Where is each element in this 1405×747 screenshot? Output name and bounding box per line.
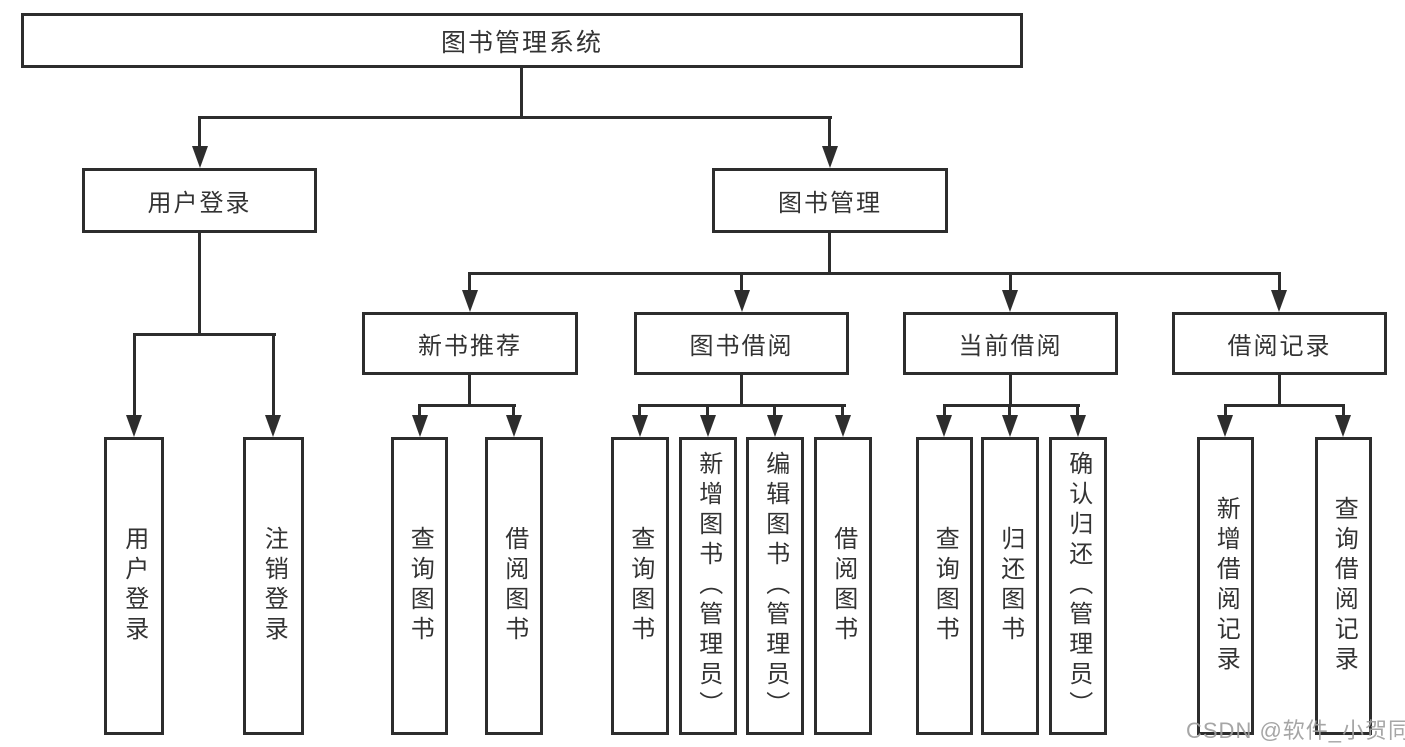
arrowhead-down-icon <box>1070 415 1086 437</box>
arrowhead-down-icon <box>1002 415 1018 437</box>
connector-borrow-leaf3 <box>773 404 776 417</box>
connector-to-current <box>1009 272 1012 292</box>
connector-current-bar <box>943 404 1080 407</box>
connector-root-to-management <box>828 116 831 148</box>
leaf-borrow-borrow-books-label: 借阅图书 <box>829 526 857 646</box>
leaf-logout-label: 注销登录 <box>260 526 288 646</box>
connector-records-stem <box>1278 373 1281 407</box>
node-user-login: 用户登录 <box>82 168 317 233</box>
arrowhead-down-icon <box>835 415 851 437</box>
arrowhead-down-icon <box>1335 415 1351 437</box>
connector-current-leaf3 <box>1076 404 1079 417</box>
arrowhead-down-icon <box>1002 290 1018 312</box>
leaf-user-login: 用户登录 <box>104 437 164 735</box>
connector-records-bar <box>1224 404 1345 407</box>
connector-to-recommend <box>468 272 471 292</box>
node-book-borrow-label: 图书借阅 <box>689 333 794 360</box>
node-root: 图书管理系统 <box>21 13 1023 68</box>
arrowhead-down-icon <box>265 415 281 437</box>
connector-login-stem <box>198 231 201 336</box>
node-borrow-records: 借阅记录 <box>1172 312 1387 375</box>
connector-records-leaf1 <box>1224 404 1227 417</box>
connector-recommend-stem <box>468 373 471 407</box>
arrowhead-down-icon <box>1271 290 1287 312</box>
arrowhead-down-icon <box>1217 415 1233 437</box>
connector-borrow-bar <box>638 404 846 407</box>
connector-root-stem <box>520 66 523 118</box>
leaf-recommend-query-books-label: 查询图书 <box>406 526 434 646</box>
leaf-logout: 注销登录 <box>243 437 304 735</box>
arrowhead-down-icon <box>632 415 648 437</box>
connector-root-to-login <box>198 116 201 148</box>
leaf-query-borrow-record-label: 查询借阅记录 <box>1330 496 1358 676</box>
leaf-recommend-borrow-books-label: 借阅图书 <box>500 526 528 646</box>
leaf-query-borrow-record: 查询借阅记录 <box>1315 437 1372 735</box>
leaf-confirm-return-admin: 确认归还（管理员） <box>1049 437 1107 735</box>
leaf-add-borrow-record: 新增借阅记录 <box>1197 437 1254 735</box>
node-root-label: 图书管理系统 <box>440 28 603 57</box>
arrowhead-down-icon <box>936 415 952 437</box>
connector-login-bar <box>133 333 276 336</box>
node-book-management: 图书管理 <box>712 168 948 233</box>
leaf-current-query-books-label: 查询图书 <box>931 526 959 646</box>
connector-root-bar <box>198 116 832 119</box>
connector-borrow-leaf4 <box>841 404 844 417</box>
leaf-confirm-return-admin-label: 确认归还（管理员） <box>1064 451 1092 721</box>
leaf-borrow-borrow-books: 借阅图书 <box>814 437 872 735</box>
arrowhead-down-icon <box>506 415 522 437</box>
leaf-borrow-query-books: 查询图书 <box>611 437 669 735</box>
node-new-book-recommend-label: 新书推荐 <box>418 333 522 360</box>
arrowhead-down-icon <box>412 415 428 437</box>
connector-borrow-leaf2 <box>706 404 709 417</box>
connector-borrow-leaf1 <box>638 404 641 417</box>
connector-login-to-leaf2 <box>272 333 275 417</box>
arrowhead-down-icon <box>700 415 716 437</box>
connector-recommend-leaf2 <box>512 404 515 417</box>
node-new-book-recommend: 新书推荐 <box>362 312 578 375</box>
arrowhead-down-icon <box>126 415 142 437</box>
node-current-borrow-label: 当前借阅 <box>958 333 1063 360</box>
connector-management-stem <box>828 231 831 275</box>
leaf-return-book: 归还图书 <box>981 437 1039 735</box>
leaf-edit-book-admin: 编辑图书（管理员） <box>746 437 804 735</box>
arrowhead-down-icon <box>767 415 783 437</box>
connector-to-records <box>1278 272 1281 292</box>
leaf-add-book-admin: 新增图书（管理员） <box>679 437 737 735</box>
node-book-borrow: 图书借阅 <box>634 312 849 375</box>
leaf-add-borrow-record-label: 新增借阅记录 <box>1212 496 1240 676</box>
connector-login-to-leaf1 <box>133 333 136 417</box>
leaf-borrow-query-books-label: 查询图书 <box>626 526 654 646</box>
node-book-management-label: 图书管理 <box>778 190 882 217</box>
leaf-recommend-query-books: 查询图书 <box>391 437 448 735</box>
connector-current-stem <box>1009 373 1012 407</box>
node-current-borrow: 当前借阅 <box>903 312 1118 375</box>
connector-records-leaf2 <box>1342 404 1345 417</box>
leaf-return-book-label: 归还图书 <box>996 526 1024 646</box>
node-user-login-label: 用户登录 <box>147 190 252 217</box>
leaf-add-book-admin-label: 新增图书（管理员） <box>694 451 722 721</box>
connector-current-leaf2 <box>1008 404 1011 417</box>
arrowhead-down-icon <box>822 146 838 168</box>
connector-recommend-bar <box>418 404 516 407</box>
leaf-recommend-borrow-books: 借阅图书 <box>485 437 543 735</box>
connector-recommend-leaf1 <box>418 404 421 417</box>
connector-borrow-stem <box>740 373 743 407</box>
leaf-edit-book-admin-label: 编辑图书（管理员） <box>761 451 789 721</box>
arrowhead-down-icon <box>192 146 208 168</box>
arrowhead-down-icon <box>462 290 478 312</box>
arrowhead-down-icon <box>734 290 750 312</box>
node-borrow-records-label: 借阅记录 <box>1227 333 1332 360</box>
csdn-watermark: CSDN @软件_小贺同学 <box>1186 718 1405 743</box>
leaf-user-login-label: 用户登录 <box>120 526 148 646</box>
connector-management-bar <box>469 272 1280 275</box>
connector-current-leaf1 <box>943 404 946 417</box>
connector-to-borrow <box>740 272 743 292</box>
leaf-current-query-books: 查询图书 <box>916 437 973 735</box>
